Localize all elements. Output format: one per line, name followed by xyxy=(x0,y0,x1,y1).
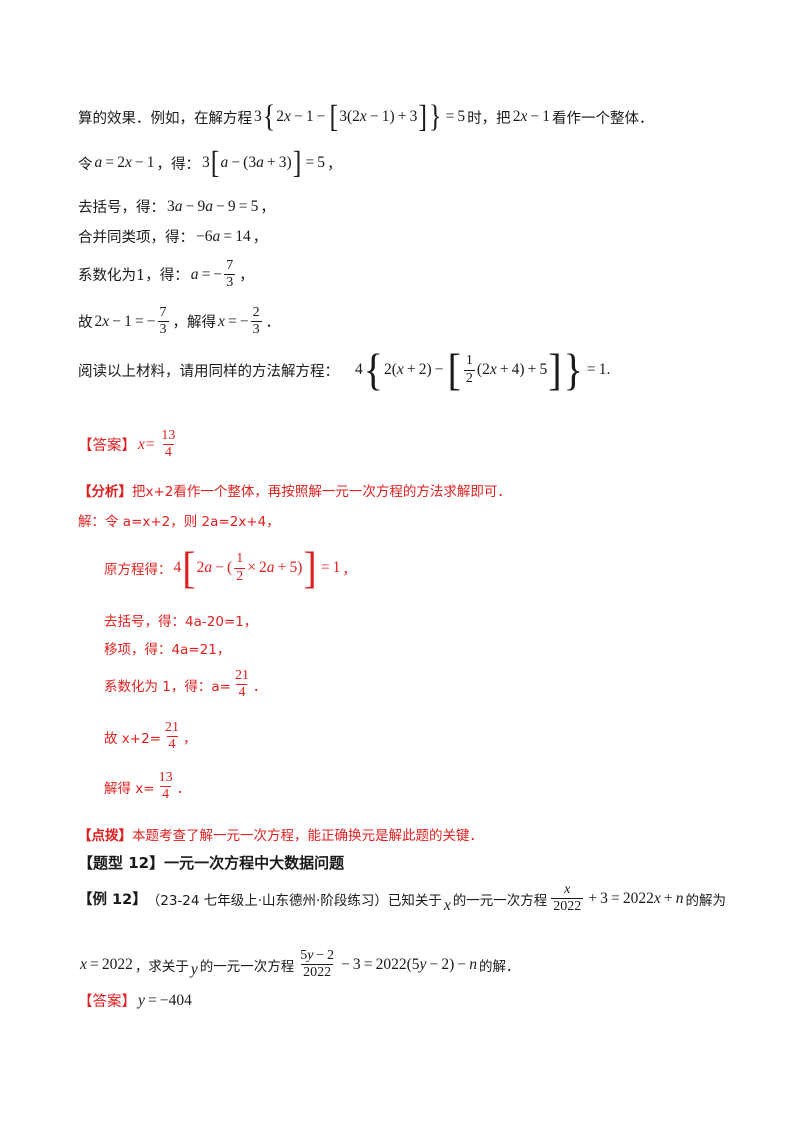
answer-label: 【答案】 xyxy=(78,994,136,1010)
tip-text: 本题考查了解一元一次方程，能正确换元是解此题的关键． xyxy=(132,828,483,844)
math-var: y xyxy=(190,960,198,978)
text: 去括号，得： xyxy=(78,200,165,216)
solution-text: 故 x+2= xyxy=(104,730,161,747)
text: 时，把 xyxy=(467,110,511,127)
example-text: 的一元一次方程 xyxy=(199,958,295,975)
heading-text: 【题型 12】一元一次方程中大数据问题 xyxy=(78,854,345,872)
analysis-line: 【分析】 把x+2看作一个整体，再按照解一元一次方程的方法求解即可． xyxy=(78,480,511,500)
solution-text: 系数化为 1，得：a= xyxy=(104,678,231,695)
example-text: 的一元一次方程 xyxy=(452,892,548,909)
solution-line-3: 去括号，得：4a-20=1， xyxy=(104,610,257,630)
tip-line: 【点拨】 本题考查了解一元一次方程，能正确换元是解此题的关键． xyxy=(78,824,483,844)
text: 算的效果．例如，在解方程 xyxy=(78,110,252,127)
solution-line-4: 移项，得：4a=21， xyxy=(104,638,230,658)
example-text: 的解为 xyxy=(685,892,726,909)
text: 合并同类项，得： xyxy=(78,230,194,246)
solution-line-1: 解：令 a=x+2，则 2a=2x+4， xyxy=(78,510,280,530)
solution-text: 去括号，得：4a-20=1， xyxy=(104,614,258,630)
analysis-text: 把x+2看作一个整体，再按照解一元一次方程的方法求解即可． xyxy=(132,484,511,500)
answer-equation: y = −404 xyxy=(138,991,192,1009)
math-equation: x = 2022 xyxy=(80,955,133,973)
example-text: 的解． xyxy=(478,958,520,975)
example-text: （23-24 七年级上·山东德州·阶段练习）已知关于 xyxy=(146,892,442,909)
example-text: ，求关于 xyxy=(134,958,189,975)
answer-var: x= xyxy=(138,435,156,453)
text: 令 xyxy=(78,156,93,173)
text: 看作一个整体． xyxy=(552,110,654,127)
text: 阅读以上材料，请用同样的方法解方程： xyxy=(78,363,339,380)
example-label: 【例 12】 xyxy=(78,892,147,909)
answer-line-2: 【答案】 y = −404 xyxy=(78,990,194,1011)
math-var: x xyxy=(443,896,451,914)
solution-text: 解得 x= xyxy=(104,780,155,797)
analysis-label: 【分析】 xyxy=(78,484,132,500)
solution-text: 移项，得：4a=21， xyxy=(104,642,231,658)
text: ，得： xyxy=(156,156,201,173)
solution-text: 原方程得： xyxy=(104,562,172,578)
text: ，解得 xyxy=(172,315,217,332)
text: 系数化为1，得： xyxy=(78,268,189,285)
answer-label: 【答案】 xyxy=(78,438,136,455)
text: 故 xyxy=(78,315,93,332)
example-line-1: 【例 12】 （23-24 七年级上·山东德州·阶段练习）已知关于 x 的一元一… xyxy=(78,882,726,915)
solution-text: 解：令 a=x+2，则 2a=2x+4， xyxy=(78,514,280,530)
section-heading: 【题型 12】一元一次方程中大数据问题 xyxy=(78,852,344,873)
tip-label: 【点拨】 xyxy=(78,828,132,844)
